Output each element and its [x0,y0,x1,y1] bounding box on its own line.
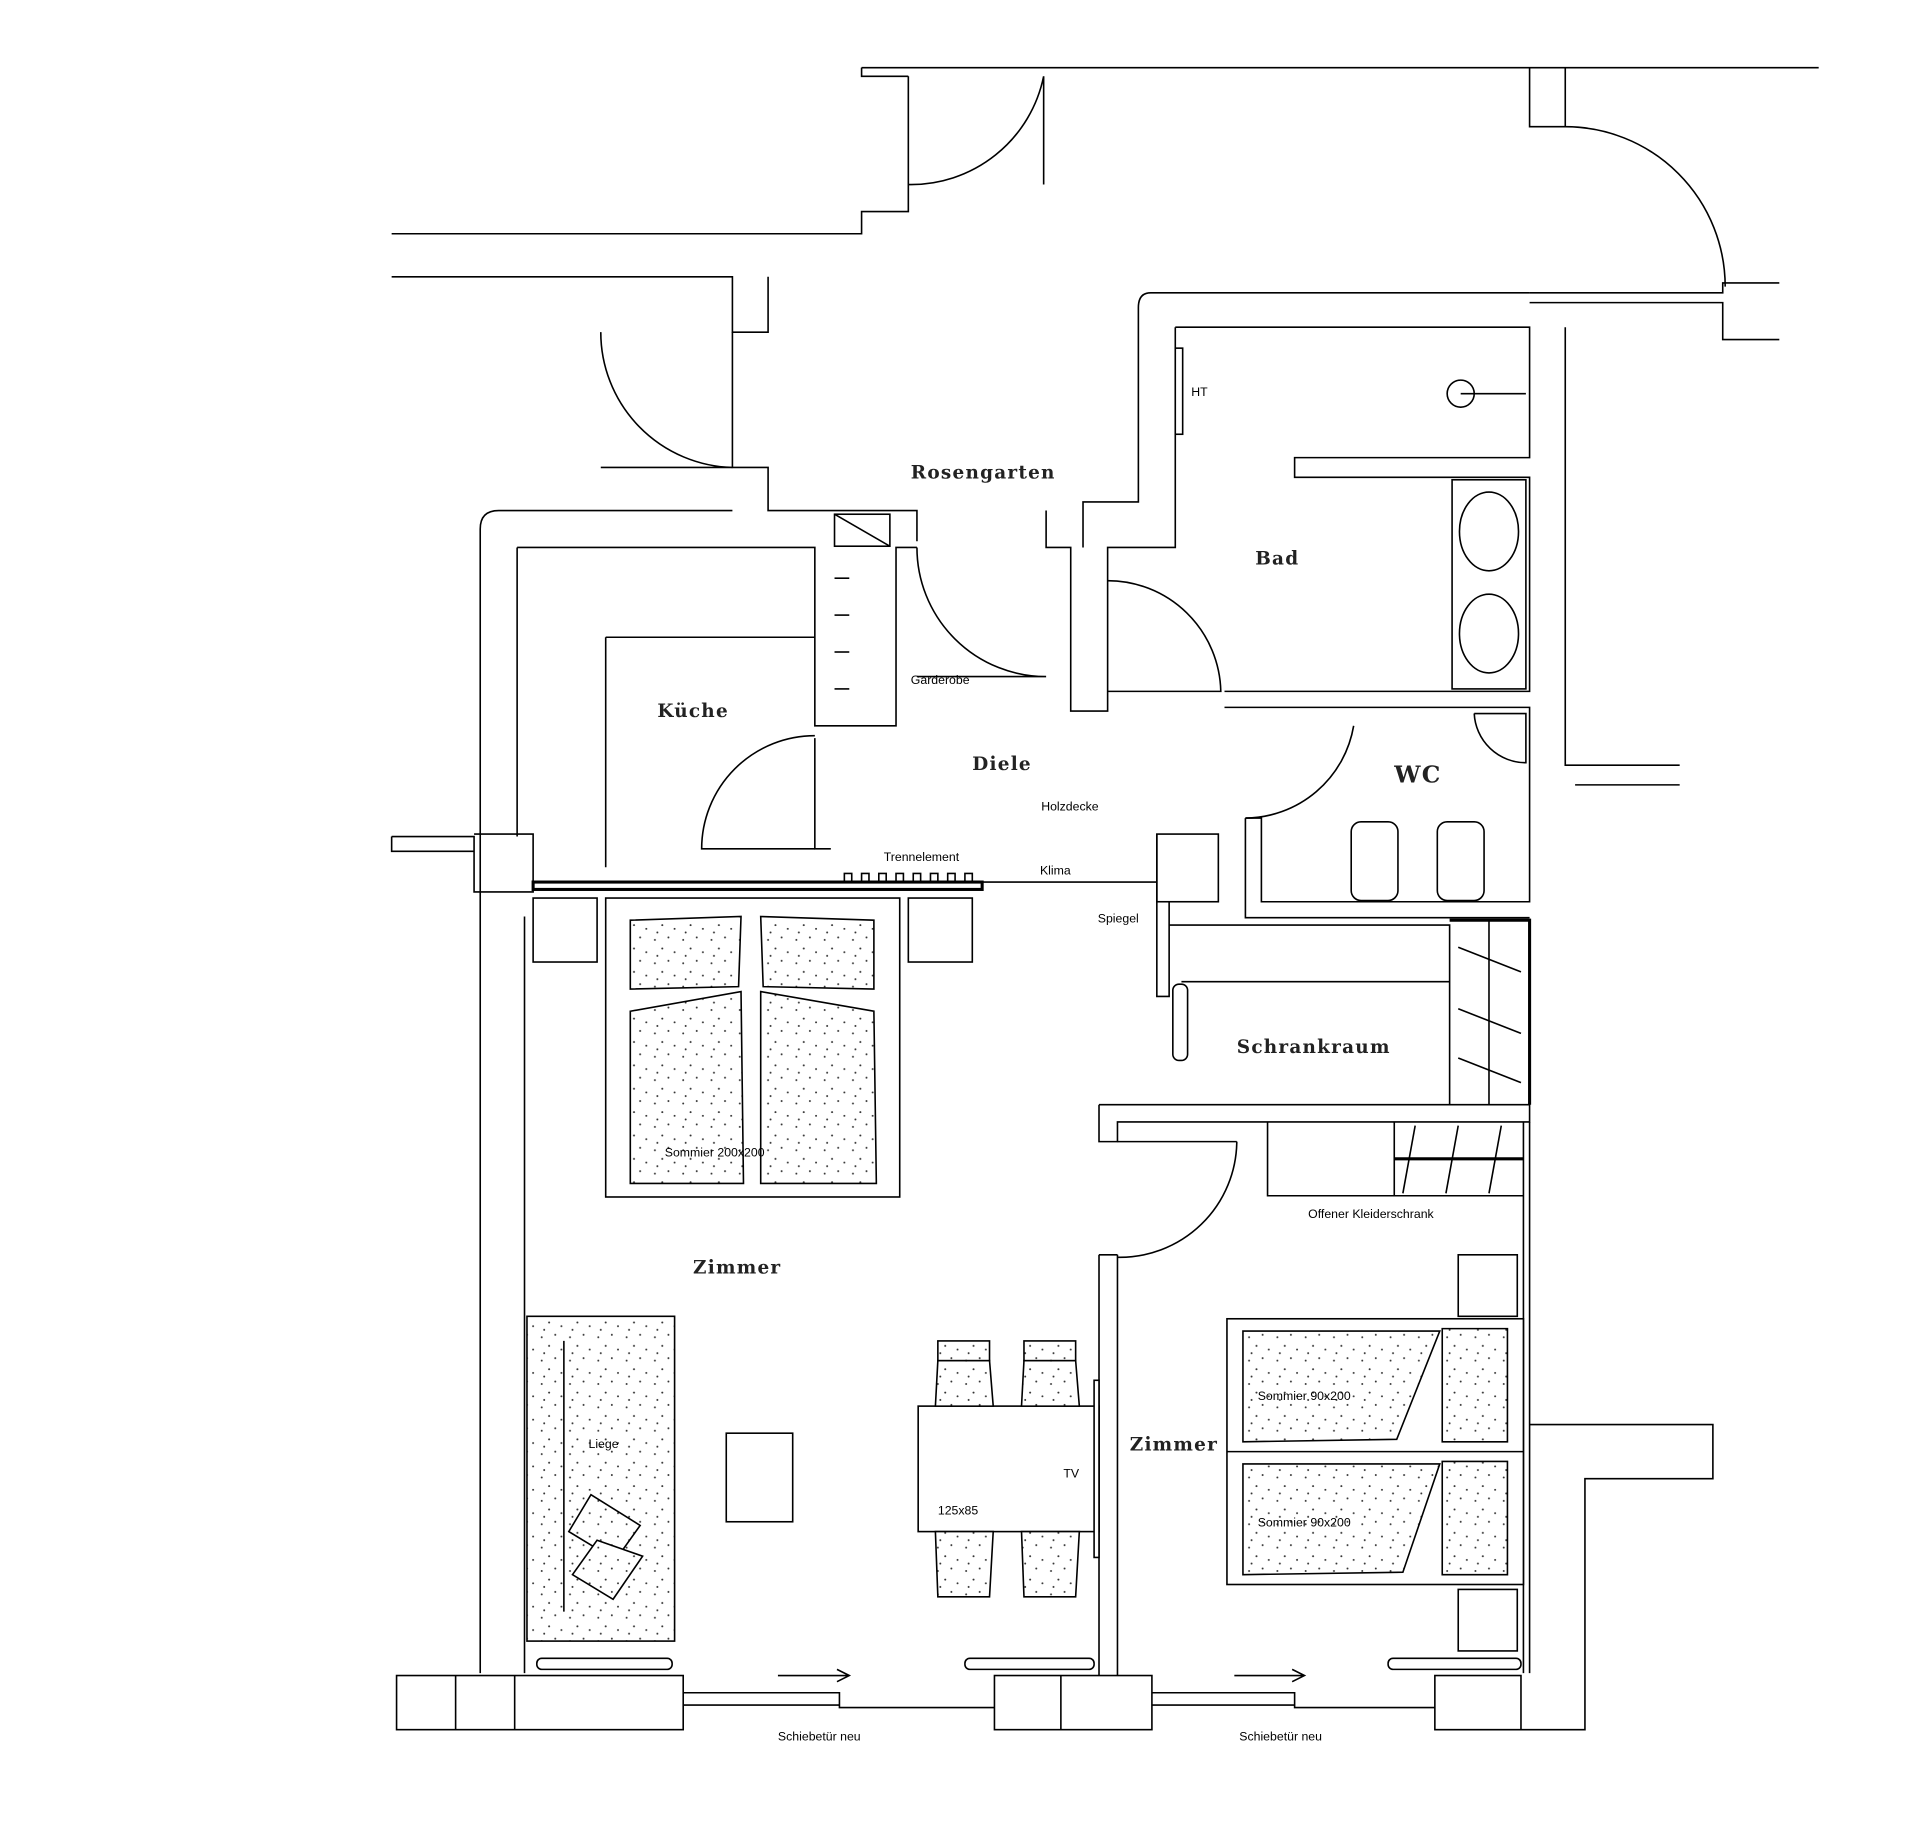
label-schiebetuer-1: Schiebetür neu [778,1730,861,1744]
label-ht: HT [1191,385,1208,399]
label-offener-kleiderschrank: Offener Kleiderschrank [1308,1207,1434,1221]
label-zimmer-small: Zimmer [1130,1434,1218,1455]
walls [390,66,1819,1731]
label-sommier-single-1: Sommier 90x200 [1258,1389,1351,1403]
label-table-size: 125x85 [938,1503,979,1517]
label-kueche: Küche [657,701,729,722]
label-sommier-double: Sommier 200x200 [665,1145,765,1159]
label-wc: WC [1393,760,1441,788]
furniture [526,897,1525,1652]
label-garderobe: Garderobe [911,673,970,687]
label-tv: TV [1063,1466,1080,1480]
fixtures [536,347,1527,1683]
label-sommier-single-2: Sommier 90x200 [1258,1516,1351,1530]
label-holzdecke: Holzdecke [1041,800,1099,814]
label-rosengarten: Rosengarten [911,463,1056,484]
trennelement-slats [843,872,974,883]
label-schrankraum: Schrankraum [1237,1037,1391,1058]
label-trennelement: Trennelement [884,850,960,864]
label-klima: Klima [1040,864,1071,878]
label-bad: Bad [1255,549,1299,570]
label-liege: Liege [588,1437,618,1451]
hooks [834,577,850,690]
label-diele: Diele [972,754,1032,775]
room-labels: Rosengarten Bad Küche Diele WC Schrankra… [657,463,1441,1456]
label-zimmer-main: Zimmer [693,1257,781,1278]
label-schiebetuer-2: Schiebetür neu [1239,1730,1322,1744]
annotations: HT Garderobe Holzdecke Trennelement Klim… [588,385,1434,1744]
doors [599,76,1726,1259]
label-spiegel: Spiegel [1098,912,1139,926]
